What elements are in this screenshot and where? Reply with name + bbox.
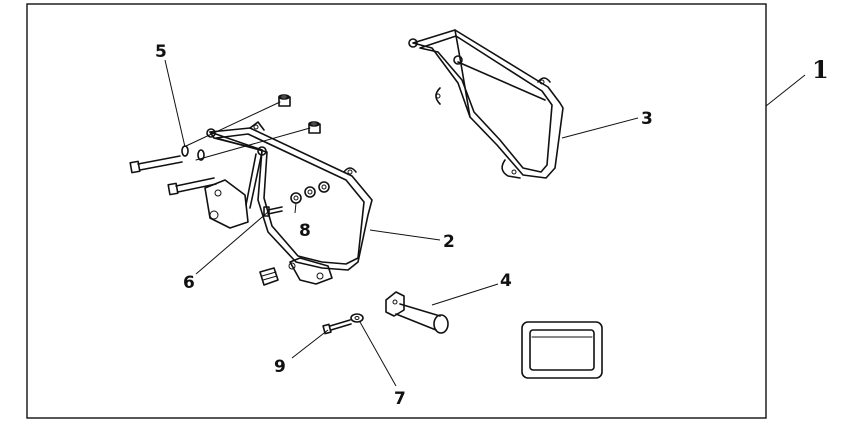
callout-7: 7 [394,389,406,409]
part-4-mounting-pin [385,291,449,334]
callout-1: 1 [812,55,829,84]
part-3-pannier-frame [408,29,564,179]
part-9-bolt [322,319,352,335]
spring-clip [259,267,279,286]
callout-9: 9 [274,357,286,377]
callout-4: 4 [500,271,512,291]
callout-6: 6 [183,273,195,293]
leader-lines [164,59,806,387]
part-2-pannier-frame [204,121,373,285]
part-8-washer-set [290,181,330,204]
callout-2: 2 [443,232,455,252]
reflector-plate [521,321,603,379]
callout-3: 3 [641,109,653,129]
callout-5: 5 [155,42,167,62]
diagram-border [26,3,767,419]
callout-8: 8 [299,221,311,241]
part-6-screw [263,206,283,217]
part-7-washer [350,313,364,323]
